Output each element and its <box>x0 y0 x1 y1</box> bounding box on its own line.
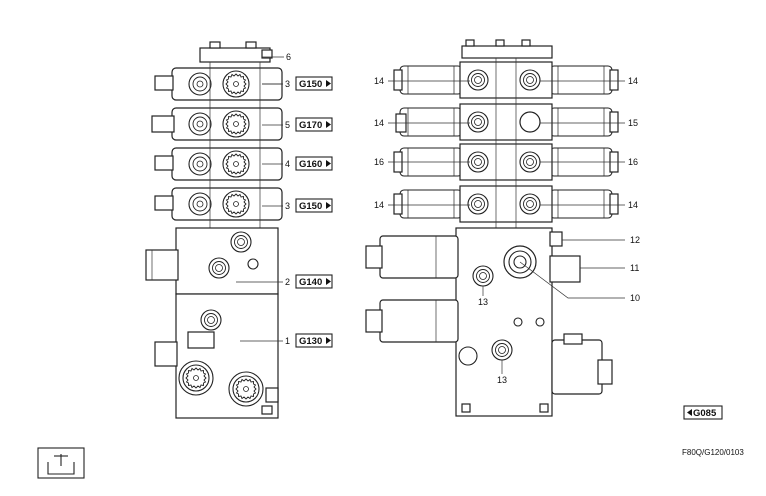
ref-box-g140[interactable]: G140 <box>295 274 333 289</box>
callout-11: 11 <box>630 263 639 273</box>
ref-label: G170 <box>299 120 322 131</box>
valve-section-1 <box>154 67 283 101</box>
arrow-right-icon <box>326 160 331 167</box>
callout-14a: 14 <box>374 76 384 86</box>
valve-block-2 <box>145 227 279 295</box>
ref-box-g170[interactable]: G170 <box>295 117 333 132</box>
arrow-right-icon <box>326 337 331 344</box>
callout-10: 10 <box>630 293 640 303</box>
ref-box-g130[interactable]: G130 <box>295 333 333 348</box>
ref-label: G130 <box>299 336 322 347</box>
callout-5: 5 <box>285 120 290 130</box>
valve-section-2 <box>151 107 283 141</box>
callout-16a: 16 <box>374 157 384 167</box>
valve-section-4 <box>154 187 283 221</box>
callout-14c: 14 <box>374 118 384 128</box>
right-callouts: 14 14 14 15 16 16 14 14 12 11 10 13 13 <box>374 76 640 385</box>
callout-6: 6 <box>286 52 291 62</box>
ref-box-g150b[interactable]: G150 <box>295 198 333 213</box>
callout-12: 12 <box>630 235 640 245</box>
callout-1: 1 <box>285 336 290 346</box>
callout-3: 3 <box>285 79 290 89</box>
callout-16b: 16 <box>628 157 638 167</box>
callout-3b: 3 <box>285 201 290 211</box>
ref-label: G160 <box>299 159 322 170</box>
callout-2: 2 <box>285 277 290 287</box>
arrow-right-icon <box>326 278 331 285</box>
callout-15: 15 <box>628 118 638 128</box>
ref-label: G140 <box>299 277 322 288</box>
solenoid-row-1 <box>393 61 619 99</box>
callout-4: 4 <box>285 159 290 169</box>
machine-icon <box>37 447 85 479</box>
arrow-right-icon <box>326 202 331 209</box>
left-callouts: 6 3 G150 5 G170 4 G160 3 G150 <box>236 52 333 348</box>
back-ref-g085[interactable]: G085 <box>683 405 723 420</box>
callout-14d: 14 <box>374 200 384 210</box>
arrow-right-icon <box>326 80 331 87</box>
callout-14e: 14 <box>628 200 638 210</box>
right-valve-view <box>365 39 619 417</box>
arrow-right-icon <box>326 121 331 128</box>
ref-box-g160[interactable]: G160 <box>295 156 333 171</box>
callout-13a: 13 <box>478 297 488 307</box>
arrow-left-icon <box>687 409 692 416</box>
back-ref-label: G085 <box>693 408 717 419</box>
ref-label: G150 <box>299 201 322 212</box>
left-valve-view <box>145 41 283 419</box>
solenoid-row-2 <box>395 103 619 141</box>
callout-14b: 14 <box>628 76 638 86</box>
valve-block-1 <box>154 293 279 419</box>
ref-label: G150 <box>299 79 322 90</box>
callout-13b: 13 <box>497 375 507 385</box>
ref-box-g150[interactable]: G150 <box>295 76 333 91</box>
drawing-code: F80Q/G120/0103 <box>682 448 744 457</box>
right-base-block <box>365 227 613 417</box>
solenoid-row-4 <box>393 185 619 223</box>
